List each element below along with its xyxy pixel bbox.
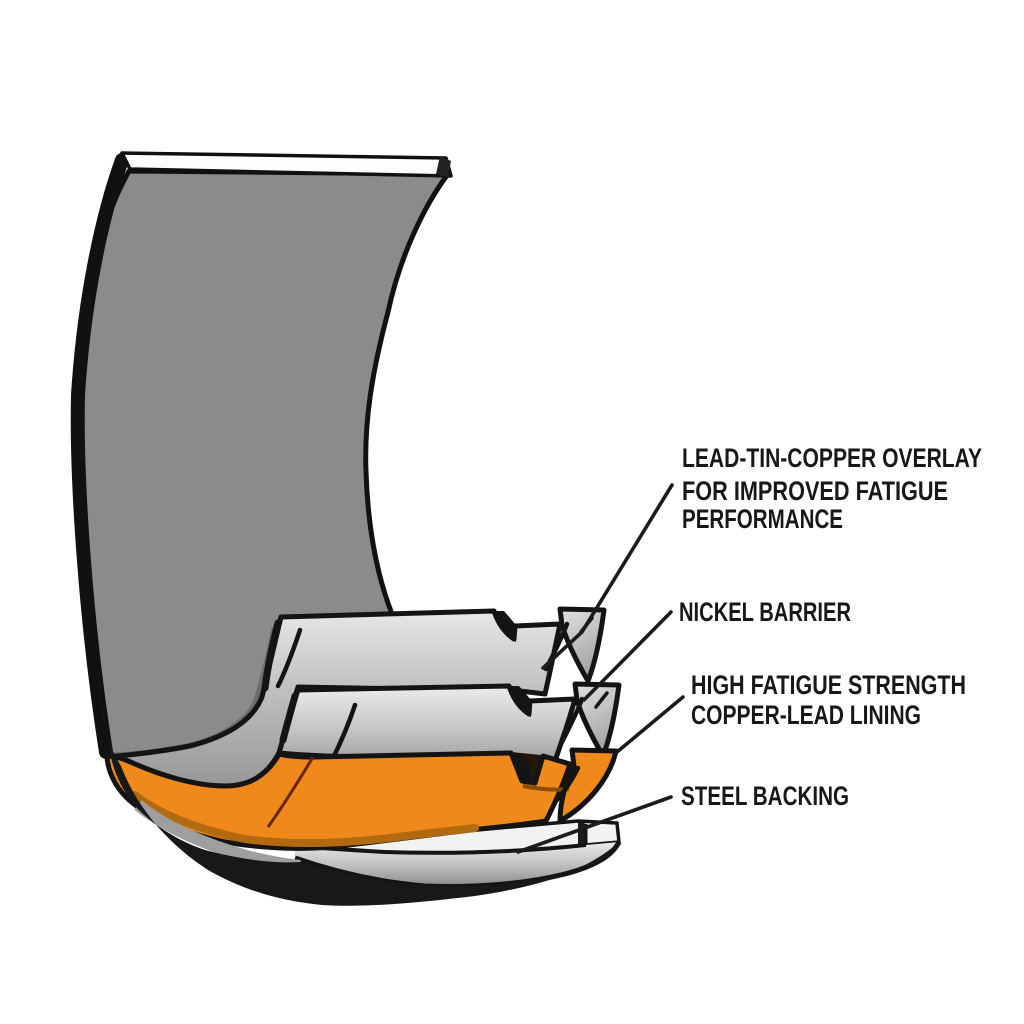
svg-text:PERFORMANCE: PERFORMANCE	[682, 504, 843, 534]
svg-text:NICKEL BARRIER: NICKEL BARRIER	[679, 597, 851, 627]
svg-text:HIGH FATIGUE STRENGTH: HIGH FATIGUE STRENGTH	[691, 670, 966, 700]
svg-text:COPPER-LEAD LINING: COPPER-LEAD LINING	[691, 700, 921, 730]
svg-text:FOR IMPROVED FATIGUE: FOR IMPROVED FATIGUE	[682, 476, 948, 506]
svg-text:LEAD-TIN-COPPER OVERLAY: LEAD-TIN-COPPER OVERLAY	[682, 443, 982, 473]
svg-text:STEEL BACKING: STEEL BACKING	[681, 781, 849, 811]
